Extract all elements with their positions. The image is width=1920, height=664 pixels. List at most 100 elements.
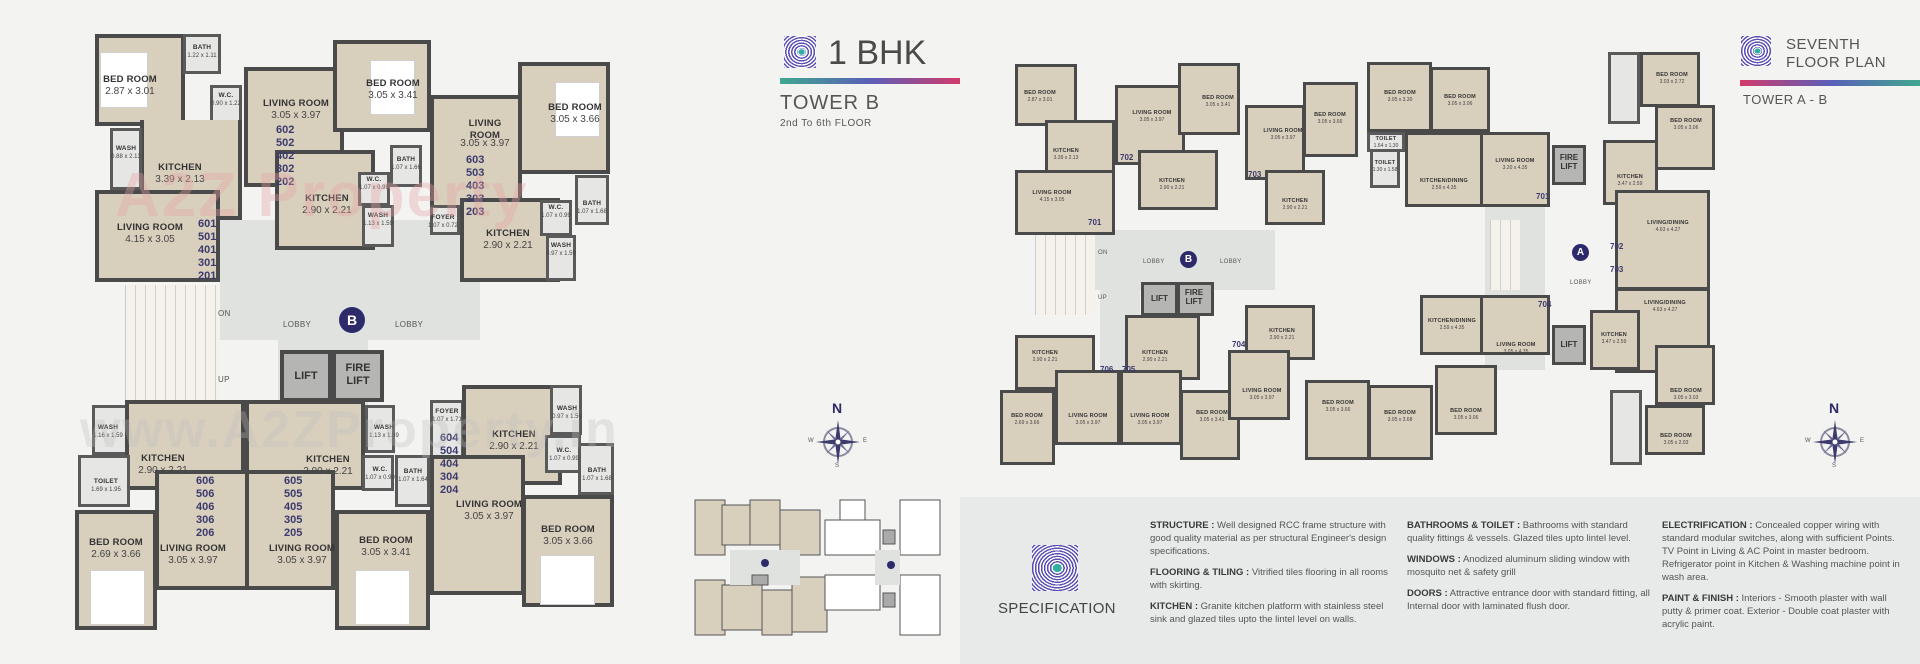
key-plan-icon [694, 499, 941, 636]
a2-bed2 [1655, 105, 1715, 170]
compass-n-label: N [832, 400, 843, 416]
a1-bed2 [1430, 67, 1490, 132]
specification-logo-icon [1032, 545, 1078, 591]
tower-b-badge: B [1180, 251, 1197, 268]
u2-wash [362, 205, 394, 247]
unit-a704: 704 [1538, 300, 1552, 309]
spec-item-paint: PAINT & FINISH : Interiors - Smooth plas… [1662, 593, 1890, 630]
b1-bed [1015, 64, 1077, 126]
b3-bed [1303, 82, 1358, 157]
peacock-logo-icon [784, 36, 816, 68]
compass-n-label: N [1829, 400, 1840, 416]
u5-bath [395, 455, 430, 507]
lobby-label: LOBBY [1220, 259, 1242, 265]
unit-a701: 701 [1536, 192, 1550, 201]
spec-item-bathrooms: BATHROOMS & TOILET : Bathrooms with stan… [1407, 520, 1631, 544]
tower-b-staircase [1035, 235, 1095, 315]
right-floor-plan: ON UP LOBBY LOBBY B LIFT FIRE LIFT A LOB… [1000, 50, 1715, 480]
a1-living [1480, 132, 1550, 207]
b5-living [1120, 370, 1182, 445]
compass-w-label: W [808, 438, 814, 444]
key-plan-thumbnail [690, 495, 955, 640]
bed-icon [100, 52, 148, 108]
u1-living [95, 190, 220, 282]
u2-wc-label: W.C.1.07 x 0.99 [359, 176, 389, 191]
a4-bed2 [1368, 385, 1433, 460]
u4-wc-label: W.C.1.07 x 0.99 [549, 447, 579, 462]
lift-label: LIFT [1151, 294, 1168, 303]
b1-living [1015, 170, 1115, 235]
u6-toilet [78, 455, 130, 507]
left-header-subtitle: TOWER B [780, 92, 880, 114]
unit-b704: 704 [1232, 340, 1246, 349]
spec-column-3: ELECTRIFICATION : Concealed copper wirin… [1662, 519, 1902, 639]
left-header-title: 1 BHK [828, 34, 927, 72]
left-header-gradient-bar [780, 78, 960, 84]
b2-bed [1178, 63, 1240, 135]
u2-wc [358, 172, 390, 206]
u5-wash [365, 405, 395, 453]
lobby-label: LOBBY [1143, 259, 1165, 265]
right-header-title-line1: SEVENTH [1786, 36, 1861, 53]
lobby-label: LOBBY [1570, 280, 1592, 286]
a1-toilet2 [1367, 132, 1405, 152]
right-header-subtitle: TOWER A - B [1743, 92, 1828, 107]
u3-living [430, 95, 522, 215]
fire-lift-label: FIRE LIFT [1184, 288, 1204, 306]
a3-kitchen [1590, 310, 1640, 370]
compass-left: N W E S [808, 400, 868, 470]
right-header: SEVENTH FLOOR PLAN TOWER A - B [1738, 34, 1920, 114]
right-header-gradient-bar [1740, 80, 1920, 86]
b2-kitchen [1138, 150, 1218, 210]
u5-wc-label: W.C.1.07 x 0.99 [365, 466, 395, 481]
bed-icon [90, 570, 145, 625]
spec-column-2: BATHROOMS & TOILET : Bathrooms with stan… [1407, 519, 1652, 621]
fire-lift-label: FIRE LIFT [1559, 153, 1579, 171]
u5-wc [362, 455, 394, 491]
peacock-logo-icon [1741, 36, 1771, 66]
lobby-right-label: LOBBY [395, 320, 424, 329]
bed-icon [555, 82, 600, 137]
spec-item-flooring: FLOORING & TILING : Vitrified tiles floo… [1150, 567, 1388, 591]
u3-living-dim: 3.05 x 3.97 [460, 138, 510, 149]
